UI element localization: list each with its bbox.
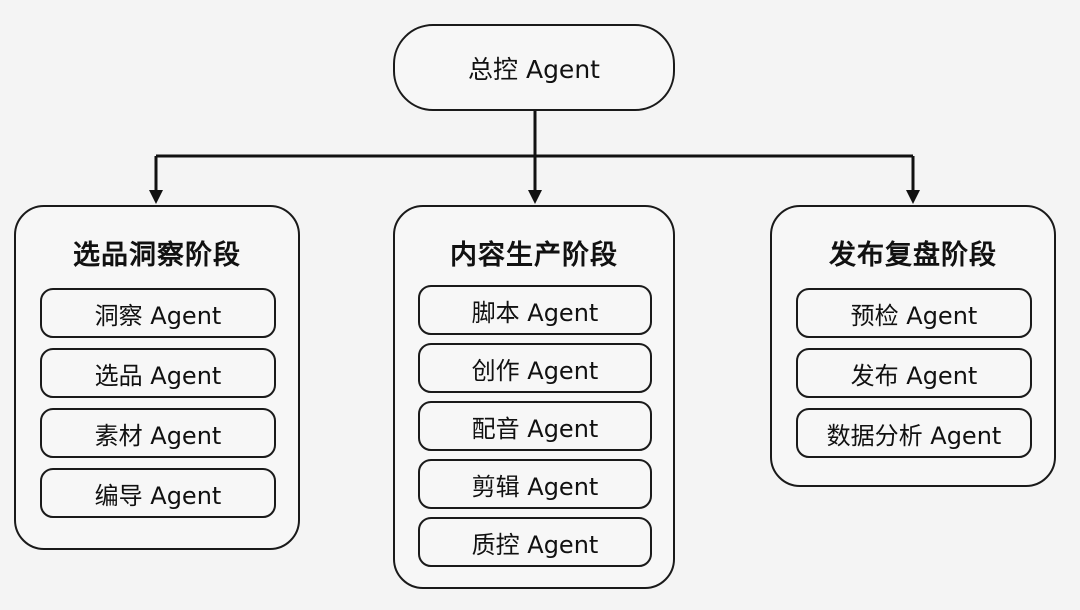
agent-node: 脚本 Agent [418,285,652,335]
stage-title: 选品洞察阶段 [73,240,241,271]
root-agent-box: 总控 Agent [393,24,675,111]
stage-title: 内容生产阶段 [450,240,618,271]
agent-node: 编导 Agent [40,468,276,518]
agent-node: 数据分析 Agent [796,408,1032,458]
agent-node: 创作 Agent [418,343,652,393]
agent-node: 质控 Agent [418,517,652,567]
root-agent-label: 总控 Agent [468,54,600,84]
stage-selection-insight: 选品洞察阶段 洞察 Agent 选品 Agent 素材 Agent 编导 Age… [14,205,300,550]
agent-node: 素材 Agent [40,408,276,458]
stage-title: 发布复盘阶段 [829,240,997,271]
agent-node: 发布 Agent [796,348,1032,398]
agent-node: 预检 Agent [796,288,1032,338]
agent-node: 剪辑 Agent [418,459,652,509]
agent-node: 选品 Agent [40,348,276,398]
agent-node: 洞察 Agent [40,288,276,338]
stage-publish-review: 发布复盘阶段 预检 Agent 发布 Agent 数据分析 Agent [770,205,1056,487]
stage-content-production: 内容生产阶段 脚本 Agent 创作 Agent 配音 Agent 剪辑 Age… [393,205,675,589]
agent-node: 配音 Agent [418,401,652,451]
